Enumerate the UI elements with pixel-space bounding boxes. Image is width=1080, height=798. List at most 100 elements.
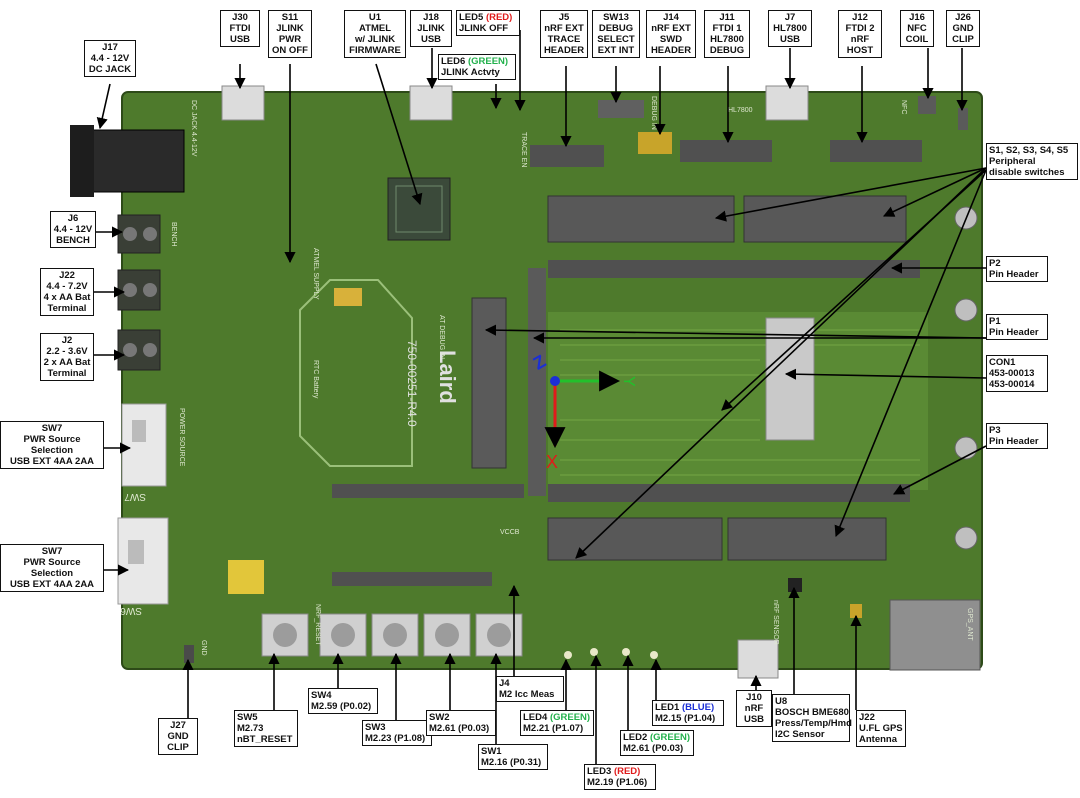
pcb-traces: [560, 329, 920, 476]
silk-part-number: 750-00251-R4.0: [405, 340, 419, 427]
silk-nrf-reset: NRF_RESET: [314, 604, 321, 646]
coin-cell: [228, 560, 264, 594]
sw7-switch: [121, 403, 167, 487]
arrow-s-5: [721, 169, 987, 411]
silk-dc-jack: DC JACK 4.4-12V: [190, 100, 197, 157]
j18-usb: [409, 85, 453, 121]
j5-header: [530, 145, 604, 167]
arrow-p3: [893, 445, 987, 495]
callout-led4: LED4 (GREEN)M2.21 (P1.07): [520, 710, 594, 736]
top-left-block: [547, 195, 735, 243]
j12-header: [830, 140, 922, 162]
callout-led6: LED6 (GREEN)JLINK Actvty: [438, 54, 516, 80]
silk-rtc: RTC Battery: [312, 360, 319, 399]
silk-nrf-sensor: nRF SENSOR: [772, 600, 779, 645]
arrow-con1: [784, 368, 987, 380]
u1-balls: [395, 185, 443, 233]
silk-sw6: SW6: [120, 605, 142, 616]
silk-gps: GPS_ANT: [966, 608, 973, 641]
silk-at-debug: AT DEBUG IN: [438, 315, 445, 359]
silk-power-source: POWER SOURCE: [178, 408, 185, 467]
rtc-battery-block: [334, 288, 362, 306]
arrow-s-1: [714, 167, 987, 222]
axis-y-label: Y: [620, 376, 637, 387]
silk-trace-en: TRACE EN: [520, 132, 527, 167]
axis-origin: [550, 376, 560, 386]
arrow-s-4: [834, 169, 987, 538]
con1-connector: [765, 317, 815, 441]
silk-logo: Laird: [435, 350, 460, 404]
top-right-block: [743, 195, 907, 243]
silk-gnd: GND: [200, 640, 207, 656]
leds: [564, 648, 658, 659]
callout-arrows: [94, 30, 987, 764]
dc-jack: [81, 129, 185, 193]
j10-usb: [737, 639, 779, 679]
arrow-s-2: [882, 167, 987, 217]
arrow-p1b: [484, 324, 987, 339]
j11-header: [680, 140, 772, 162]
bottom-right-block: [727, 517, 887, 561]
silk-bench: BENCH: [170, 222, 177, 247]
bottom-left-block: [547, 517, 723, 561]
rtc-battery-outline: [299, 279, 413, 467]
silk-nfc: NFC: [900, 100, 907, 114]
bottom-header: [332, 572, 492, 586]
u8-sensor: [788, 578, 802, 592]
callout-led2: LED2 (GREEN)M2.61 (P0.03): [620, 730, 694, 756]
u1-chip: [387, 177, 451, 241]
j26-clip: [958, 108, 968, 130]
j30-usb: [221, 85, 265, 121]
arrow-u1: [375, 63, 423, 206]
silk-atmel-supply: ATMEL SUPPLY: [312, 248, 319, 300]
silk-debug-in: DEBUG IN: [650, 96, 657, 130]
p1-header-b: [528, 268, 546, 496]
gps-connector: [889, 599, 981, 671]
j14-header: [638, 132, 672, 154]
push-buttons: [261, 613, 523, 657]
p1-header: [471, 297, 507, 469]
callout-led3: LED3 (RED)M2.19 (P1.06): [584, 764, 656, 790]
j22-ufl: [850, 604, 862, 618]
p2-header: [548, 260, 920, 278]
silk-vccb: VCCB: [500, 529, 520, 536]
axis-x-label: X: [546, 452, 558, 472]
left-bottom-header: [332, 484, 524, 498]
silk-sw7: SW7: [124, 491, 146, 502]
callout-led1: LED1 (BLUE)M2.15 (P1.04): [652, 700, 724, 726]
sw13-switch: [598, 100, 644, 118]
j7-usb: [765, 85, 809, 121]
